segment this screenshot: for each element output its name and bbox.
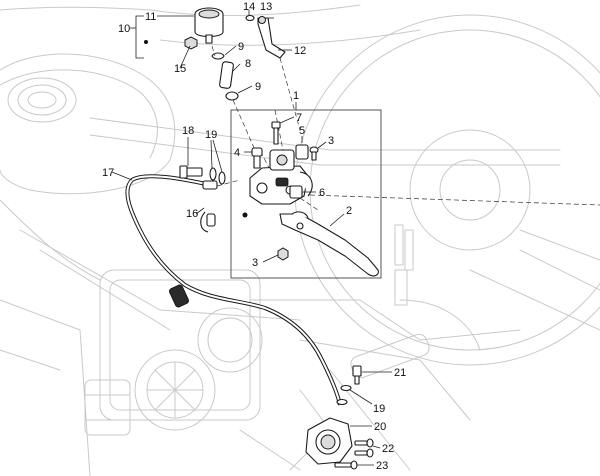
assembly-line: [299, 197, 319, 211]
callout-4: 4: [234, 147, 240, 159]
callout-19b: 19: [373, 403, 385, 415]
clutch-lever: [279, 211, 379, 277]
callout-5: 5: [299, 125, 305, 137]
assembly-line: [279, 57, 301, 131]
nut: [184, 36, 198, 50]
screw: [354, 438, 374, 448]
pivot-point: [242, 212, 248, 218]
callout-20: 20: [374, 421, 386, 433]
callout-9b: 9: [255, 81, 261, 93]
callout-8: 8: [245, 58, 251, 70]
assembly-line: [232, 99, 256, 151]
hose-clip: [200, 211, 209, 233]
clutch-hose-inner: [126, 175, 341, 406]
banjo-bolt: [179, 165, 203, 179]
callout-18: 18: [182, 125, 194, 137]
callout-6: 6: [319, 187, 325, 199]
hose-clamp: [211, 52, 225, 60]
callout-14: 14: [243, 1, 255, 13]
leader-lines: [111, 10, 392, 466]
motorcycle-background: [0, 4, 600, 476]
callout-12: 12: [294, 45, 306, 57]
callout-3b: 3: [252, 257, 258, 269]
hose-connector: [169, 284, 189, 308]
washer: [336, 398, 348, 406]
callout-10: 10: [118, 23, 130, 35]
callout-19a: 19: [205, 129, 217, 141]
bushing: [289, 185, 303, 199]
callout-labels: 10 11 14 13 9 12 15 8 9 1 7 5 3 18 19 4 …: [102, 1, 406, 472]
callout-3a: 3: [328, 135, 334, 147]
hose-fitting: [202, 180, 218, 190]
clutch-master-cylinder: [249, 149, 313, 205]
bolt: [271, 121, 281, 145]
reservoir-hose: [219, 61, 234, 89]
callout-2: 2: [346, 205, 352, 217]
screw-head: [258, 16, 266, 24]
washer: [218, 171, 226, 185]
screw: [309, 146, 319, 161]
callout-22: 22: [382, 443, 394, 455]
bleeder-valve: [352, 365, 362, 385]
callout-21: 21: [394, 367, 406, 379]
callout-7: 7: [296, 112, 302, 124]
reservoir-bracket: [257, 17, 286, 59]
screw: [354, 448, 374, 458]
nut: [277, 247, 289, 261]
callout-11: 11: [145, 11, 156, 23]
clutch-slave-cylinder: [305, 417, 353, 465]
assembly-line: [211, 45, 216, 57]
fluid-reservoir: [194, 7, 224, 44]
washer: [340, 384, 352, 392]
assembly-line: [309, 194, 600, 206]
screw: [251, 147, 263, 169]
hose-clip-body: [206, 213, 216, 227]
callout-23: 23: [376, 460, 388, 472]
callout-17: 17: [102, 167, 114, 179]
hose-clamp: [225, 91, 239, 101]
callout-13: 13: [260, 1, 272, 13]
callout-15: 15: [174, 63, 186, 75]
washer: [209, 167, 217, 181]
clutch-hose: [125, 174, 342, 406]
callout-9: 9: [238, 41, 244, 53]
clutch-switch: [295, 144, 309, 160]
assembly-line: [216, 179, 241, 187]
callout-16: 16: [186, 208, 198, 220]
washer: [245, 14, 255, 22]
master-cylinder-box: [230, 109, 382, 279]
callout-1: 1: [293, 90, 299, 102]
